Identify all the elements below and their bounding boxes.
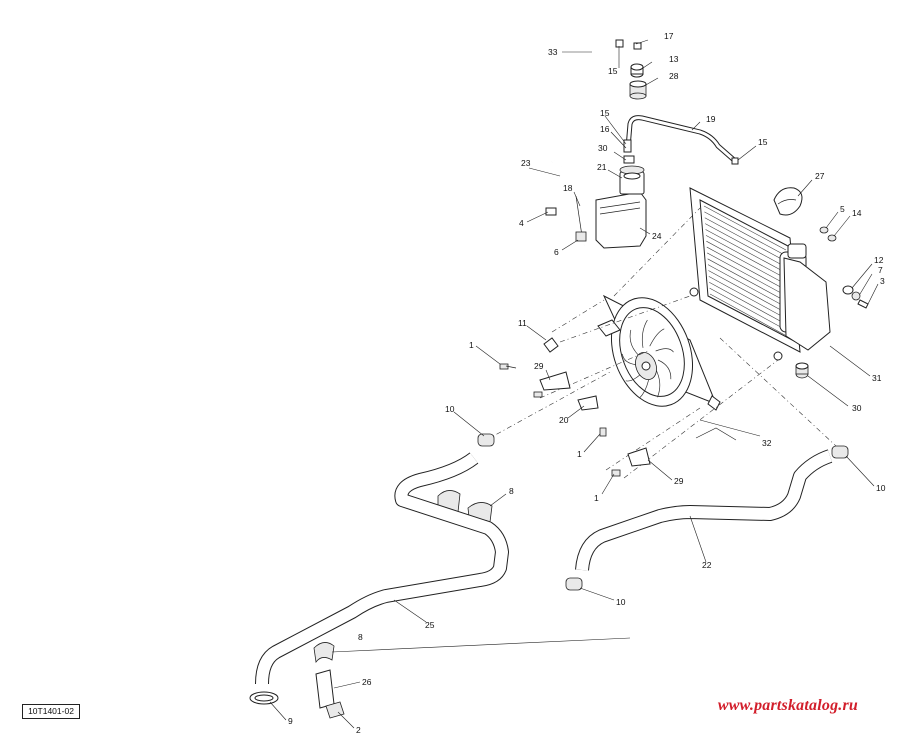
callout-8a: 8 [509,486,514,496]
expansion-tank-24 [595,165,647,249]
clamp-10-left [477,433,495,447]
hose-fittings [623,139,739,165]
callout-14: 14 [852,208,862,218]
callout-25: 25 [425,620,435,630]
clip-8-lower [313,642,335,664]
callout-23: 23 [521,158,531,168]
callout-13: 13 [669,54,679,64]
callout-15b: 15 [600,108,610,118]
callout-16: 16 [600,124,610,134]
coolant-hose-22 [575,449,833,571]
callout-10c: 10 [616,597,626,607]
radiator-31 [689,187,831,361]
clamp-10-lower [565,577,583,591]
assembly-lines [485,207,837,479]
grommet-30 [795,362,809,379]
bracket-26 [315,669,345,719]
callout-4: 4 [519,218,524,228]
callout-12: 12 [874,255,884,265]
callout-28: 28 [669,71,679,81]
callout-26: 26 [362,677,372,687]
callout-24: 24 [652,231,662,241]
filler-cap-28 [629,80,647,100]
callout-30: 30 [598,143,608,153]
callout-7: 7 [878,265,883,275]
callout-27: 27 [815,171,825,181]
diagram-reference-code: 10T1401-02 [22,704,80,719]
callout-10b: 10 [876,483,886,493]
callout-15: 15 [608,66,618,76]
nut-6 [575,231,587,242]
callout-10a: 10 [445,404,455,414]
callout-1b: 1 [577,449,582,459]
callout-29a: 29 [534,361,544,371]
callout-8b: 8 [358,632,363,642]
cap-13 [630,63,644,78]
callout-9: 9 [288,716,293,726]
watermark-link[interactable]: www.partskatalog.ru [717,697,858,714]
callout-20: 20 [559,415,569,425]
callout-1a: 1 [469,340,474,350]
callout-33: 33 [548,47,558,57]
strap-18 [575,195,583,237]
vent-hose-19 [625,115,736,162]
callout-30b: 30 [852,403,862,413]
callout-11: 11 [518,318,527,328]
callout-labels: 33 17 15 13 28 15 19 16 30 15 23 21 27 1… [288,31,886,735]
clamp-10-right [831,445,849,459]
callout-2: 2 [356,725,361,735]
callout-29b: 29 [674,476,684,486]
callout-31: 31 [872,373,882,383]
callout-6: 6 [554,247,559,257]
callout-1c: 1 [594,493,599,503]
callout-5: 5 [840,204,845,214]
callout-19: 19 [706,114,716,124]
fan-shroud-32 [597,294,721,411]
grommets-right [819,226,869,309]
hardware-middle [499,337,651,477]
callout-15c: 15 [758,137,768,147]
leader-lines [269,39,879,729]
coolant-hose-25 [255,452,509,685]
callout-17: 17 [664,31,674,41]
clamp-9 [249,691,279,705]
radiator-cap-27 [773,187,803,216]
small-clamp-17 [615,39,642,50]
callout-21: 21 [597,162,607,172]
callout-32: 32 [762,438,772,448]
callout-18: 18 [563,183,573,193]
callout-3: 3 [880,276,885,286]
callout-22: 22 [702,560,712,570]
